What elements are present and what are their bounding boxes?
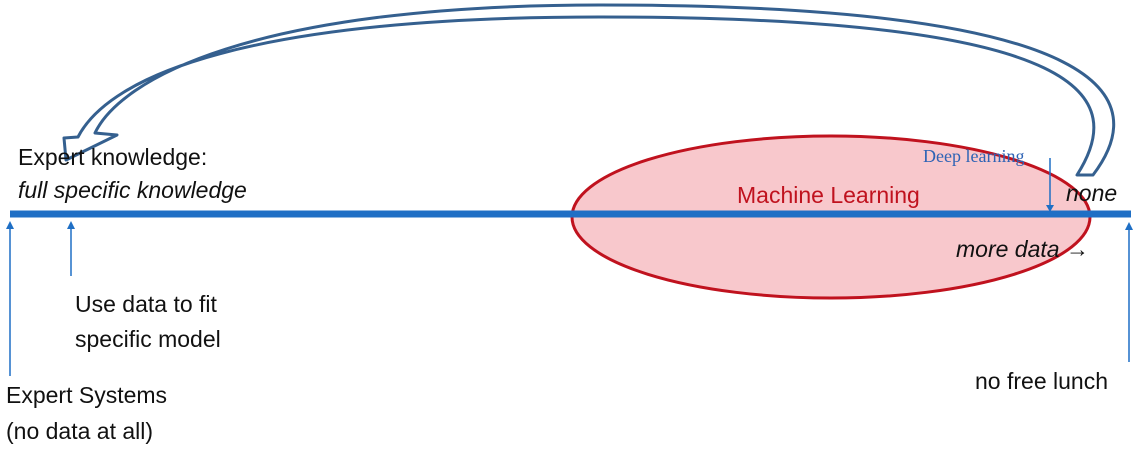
full-specific-knowledge-label: full specific knowledge: [18, 177, 247, 203]
more-data-label: more data →: [956, 236, 1089, 262]
use-data-label-line2: specific model: [75, 326, 221, 352]
expert-systems-arrowhead: [6, 221, 14, 229]
none-label: none: [1066, 180, 1118, 206]
use-data-label-line1: Use data to fit: [75, 291, 217, 317]
deep-learning-arrowhead: [1046, 205, 1054, 212]
no-free-lunch-label: no free lunch: [975, 368, 1108, 394]
machine-learning-label: Machine Learning: [737, 182, 920, 208]
no-free-lunch-arrowhead: [1125, 222, 1133, 230]
deep-learning-label: Deep learning: [923, 146, 1025, 166]
use-data-arrowhead: [67, 221, 75, 229]
expert-systems-label-line2: (no data at all): [6, 418, 154, 444]
expert-knowledge-label: Expert knowledge:: [18, 144, 208, 170]
expert-systems-label-line1: Expert Systems: [6, 382, 168, 408]
curved-return-arrow: [62, 3, 1116, 177]
